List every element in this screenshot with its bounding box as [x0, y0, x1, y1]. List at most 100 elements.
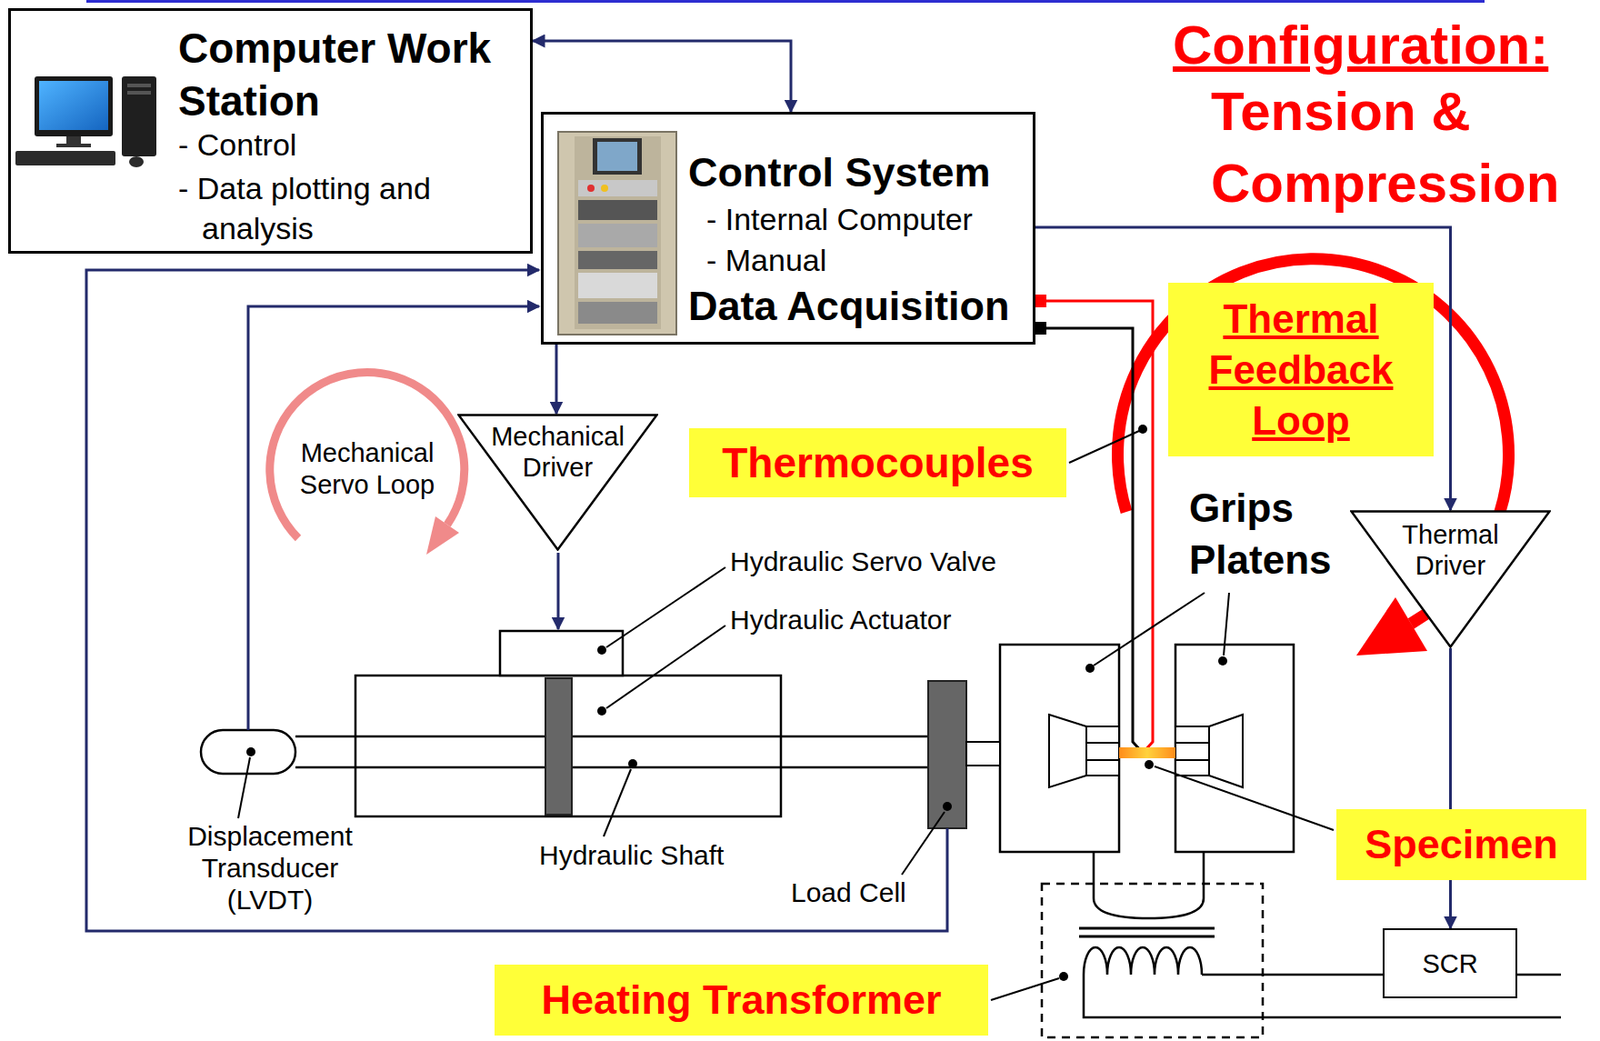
leader-line: [901, 811, 945, 875]
leader-dot: [1138, 424, 1148, 434]
leader-line: [1154, 766, 1334, 830]
transformer-outline: [1041, 883, 1263, 1038]
leader-dot: [597, 645, 607, 655]
drive-bay: [127, 90, 151, 95]
servo-loop-arrowhead: [426, 516, 460, 555]
platen-connector: [1093, 851, 1204, 919]
loop-label: Mechanical Servo Loop: [294, 437, 440, 501]
leader-dot: [942, 801, 952, 811]
rack-button: [600, 184, 609, 192]
monitor-screen: [39, 80, 109, 130]
transformer-coil: [1083, 947, 1202, 975]
leader-line: [606, 567, 726, 648]
grip-wedge: [1209, 714, 1243, 788]
mouse: [129, 156, 144, 168]
box-heading: Data Acquisition: [688, 280, 1010, 332]
servo-valve: [500, 630, 623, 676]
leader-line: [1223, 592, 1230, 656]
control-rack-picture: [558, 131, 677, 335]
feedback-wire: [248, 306, 540, 730]
leader-dot: [628, 759, 638, 769]
driver-triangle: Mechanical Driver: [457, 413, 659, 551]
highlight-label: Specimen: [1336, 809, 1587, 880]
highlight-label: Thermocouples: [689, 428, 1067, 498]
transformer-core: [1079, 935, 1215, 939]
connector: [1449, 648, 1452, 929]
piston: [545, 678, 572, 815]
pc-tower: [121, 76, 157, 157]
loop-title: Thermal Feedback Loop: [1182, 293, 1420, 447]
monitor-base: [56, 143, 91, 148]
power-wire: [1517, 973, 1561, 977]
rack-front: [574, 136, 661, 330]
rack-cabinet: [558, 131, 677, 335]
rack-button: [587, 184, 595, 192]
keyboard: [15, 150, 116, 166]
driver-label: Thermal Driver: [1387, 519, 1515, 581]
scr-label: SCR: [1421, 948, 1478, 980]
leader-dot: [246, 747, 256, 757]
bullet-item: - Manual: [706, 241, 827, 279]
highlight-label: Thermal Feedback Loop: [1168, 282, 1434, 457]
part-callout: Specimen: [1364, 820, 1559, 870]
computer-icon: [15, 76, 157, 168]
configuration-subtitle: Tension & Compression: [1210, 75, 1593, 220]
leader-line: [238, 757, 250, 819]
transformer-core: [1079, 927, 1215, 930]
feedback-wire: [86, 270, 948, 931]
triangle-shape: [459, 415, 658, 550]
part-label: Hydraulic Servo Valve: [730, 545, 997, 579]
grip-jaw: [1086, 726, 1120, 776]
drive-bay: [127, 83, 151, 88]
leader-line: [990, 978, 1060, 1000]
box-heading: Control System: [688, 147, 991, 199]
grip-line: [1175, 759, 1210, 761]
highlight-label: Heating Transformer: [494, 964, 989, 1036]
rack-panel: [578, 223, 658, 248]
grip-line: [1086, 741, 1120, 744]
rack-panel: [578, 180, 658, 197]
leader-line: [1069, 430, 1140, 463]
leader-dot: [597, 706, 607, 716]
part-label: Load Cell: [790, 876, 907, 910]
connector: [532, 40, 791, 112]
bullet-item: - Data plotting and analysis: [178, 168, 502, 249]
scr-box: SCR: [1382, 928, 1518, 999]
part-label: Hydraulic Shaft: [539, 839, 724, 872]
drive-signal: [557, 552, 560, 630]
part-label: Hydraulic Actuator: [730, 603, 951, 637]
hydraulic-shaft: [295, 735, 929, 739]
grip-jaw: [1175, 726, 1210, 776]
leader-dot: [1059, 971, 1069, 981]
control-system-box: Control System- Internal Computer- Manua…: [540, 111, 1036, 345]
leader-line: [606, 625, 726, 709]
rack-screen: [592, 138, 642, 175]
part-callout: Thermocouples: [721, 438, 1034, 488]
grip-wedge: [1049, 714, 1087, 788]
part-label: Displacement Transducer (LVDT): [179, 820, 361, 916]
power-wire: [1201, 973, 1383, 977]
connector: [555, 344, 559, 414]
box-heading: Computer Work Station: [178, 21, 524, 128]
wire-terminal: [1035, 294, 1047, 308]
thermal-loop-arrowhead: [1356, 597, 1428, 656]
leader-dot: [1144, 760, 1154, 770]
rack-panel: [578, 200, 658, 220]
servo-loop-arc: [270, 371, 465, 539]
top-rule: [86, 0, 1485, 3]
leader-line: [603, 769, 631, 837]
load-cell: [928, 680, 967, 829]
hydraulic-actuator: [355, 675, 781, 817]
diagram-title: Configuration:: [1172, 15, 1549, 76]
part-label: Grips Platens: [1189, 481, 1371, 586]
rod: [966, 741, 1000, 766]
rack-panel: [578, 272, 658, 299]
monitor: [34, 76, 113, 137]
triangle-shape: [1351, 511, 1550, 648]
part-callout: Heating Transformer: [540, 975, 941, 1025]
grip-line: [1086, 759, 1120, 761]
grip-line: [1175, 741, 1210, 744]
leader-dot: [1218, 656, 1228, 666]
leader-line: [1093, 592, 1205, 666]
workstation-box: Computer Work Station- Control- Data plo…: [8, 8, 533, 254]
